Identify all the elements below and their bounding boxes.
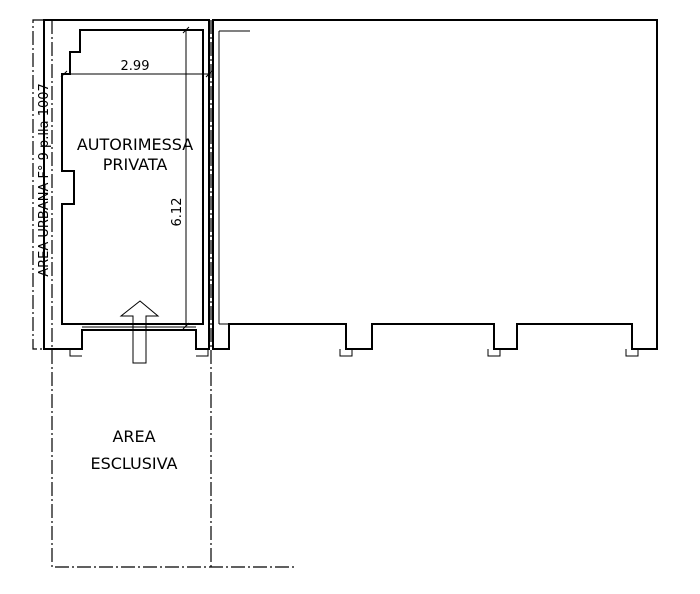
depth-dimension-tick-bottom [182,322,190,330]
facade-niche-3 [625,349,639,357]
facade-niche-2 [487,349,501,357]
exclusive-area-boundary [51,20,296,568]
garage-door-step-right [196,349,209,357]
area-label-line2: ESCLUSIVA [90,454,177,473]
urban-area-boundary [32,19,52,350]
room-label-line1: AUTORIMESSA [77,135,193,154]
garage-inner-wall [61,29,204,325]
garage-outer-wall [43,19,210,350]
depth-dimension-label: 6.12 [170,198,185,227]
garage-door-step-left [69,349,82,357]
adjacent-building-wall [212,19,658,350]
area-label-line1: AREA [112,427,155,446]
width-dimension-label: 2.99 [121,59,150,74]
facade-niche-1 [339,349,353,357]
depth-dimension-tick-top [182,26,190,34]
width-dimension-tick-right [205,70,213,78]
entrance-arrow [119,300,160,364]
urban-area-label: AREA URBANA F° 9 p.lla 1007 [37,83,52,277]
room-label-line2: PRIVATA [103,155,168,174]
width-dimension-tick-left [60,70,68,78]
